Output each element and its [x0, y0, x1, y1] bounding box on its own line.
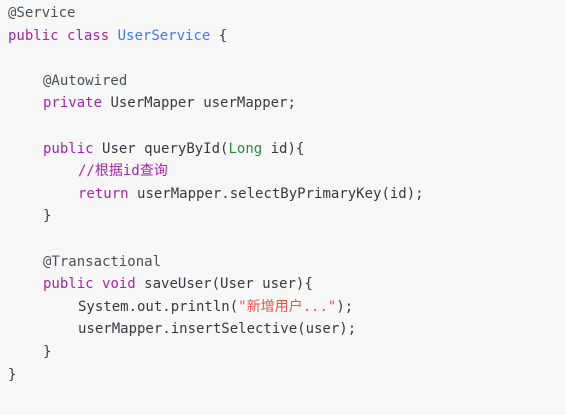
keyword-public: public: [8, 27, 59, 44]
code-line-14: System.out.println("新增用户...");: [0, 296, 566, 319]
code-line-6: [0, 115, 566, 138]
code-line-9: return userMapper.selectByPrimaryKey(id)…: [0, 183, 566, 206]
code-line-17: }: [0, 364, 566, 387]
code-line-1: @Service: [0, 2, 566, 25]
method-save-user: saveUser(User user){: [144, 276, 313, 293]
keyword-void: void: [102, 276, 136, 293]
code-line-4: @Autowired: [0, 70, 566, 93]
keyword-class: class: [67, 27, 110, 44]
close-brace: }: [8, 366, 17, 383]
code-line-10: }: [0, 205, 566, 228]
code-line-5: private UserMapper userMapper;: [0, 92, 566, 115]
open-brace: {: [218, 27, 228, 44]
keyword-return: return: [78, 185, 129, 202]
close-brace: }: [43, 343, 52, 360]
code-line-3: [0, 47, 566, 70]
comment-query-by-id: //根据id查询: [78, 163, 168, 180]
keyword-public: public: [43, 276, 94, 293]
string-literal: "新增用户...": [238, 298, 337, 315]
println-end: );: [336, 298, 354, 315]
field-type: UserMapper: [110, 95, 195, 112]
annotation-transactional: @Transactional: [43, 253, 162, 270]
return-type: User: [102, 140, 136, 157]
code-line-11: [0, 228, 566, 251]
code-line-15: userMapper.insertSelective(user);: [0, 318, 566, 341]
code-line-12: @Transactional: [0, 251, 566, 274]
class-name: UserService: [117, 27, 211, 44]
method-query-by-id: queryById(: [144, 140, 229, 157]
code-line-13: public void saveUser(User user){: [0, 273, 566, 296]
param-type-long: Long: [228, 140, 263, 157]
keyword-public: public: [43, 140, 94, 157]
code-line-2: public class UserService {: [0, 25, 566, 48]
select-call: userMapper.selectByPrimaryKey(id);: [137, 185, 424, 202]
insert-call: userMapper.insertSelective(user);: [78, 321, 357, 338]
close-brace: }: [43, 208, 52, 225]
keyword-private: private: [43, 95, 103, 112]
println-call: System.out.println(: [78, 298, 239, 315]
annotation-service: @Service: [8, 5, 76, 21]
field-name: userMapper;: [203, 95, 296, 112]
code-line-16: }: [0, 341, 566, 364]
annotation-autowired: @Autowired: [43, 72, 128, 89]
param-id: id){: [270, 140, 305, 157]
code-line-8: //根据id查询: [0, 160, 566, 183]
code-line-7: public User queryById(Long id){: [0, 138, 566, 161]
